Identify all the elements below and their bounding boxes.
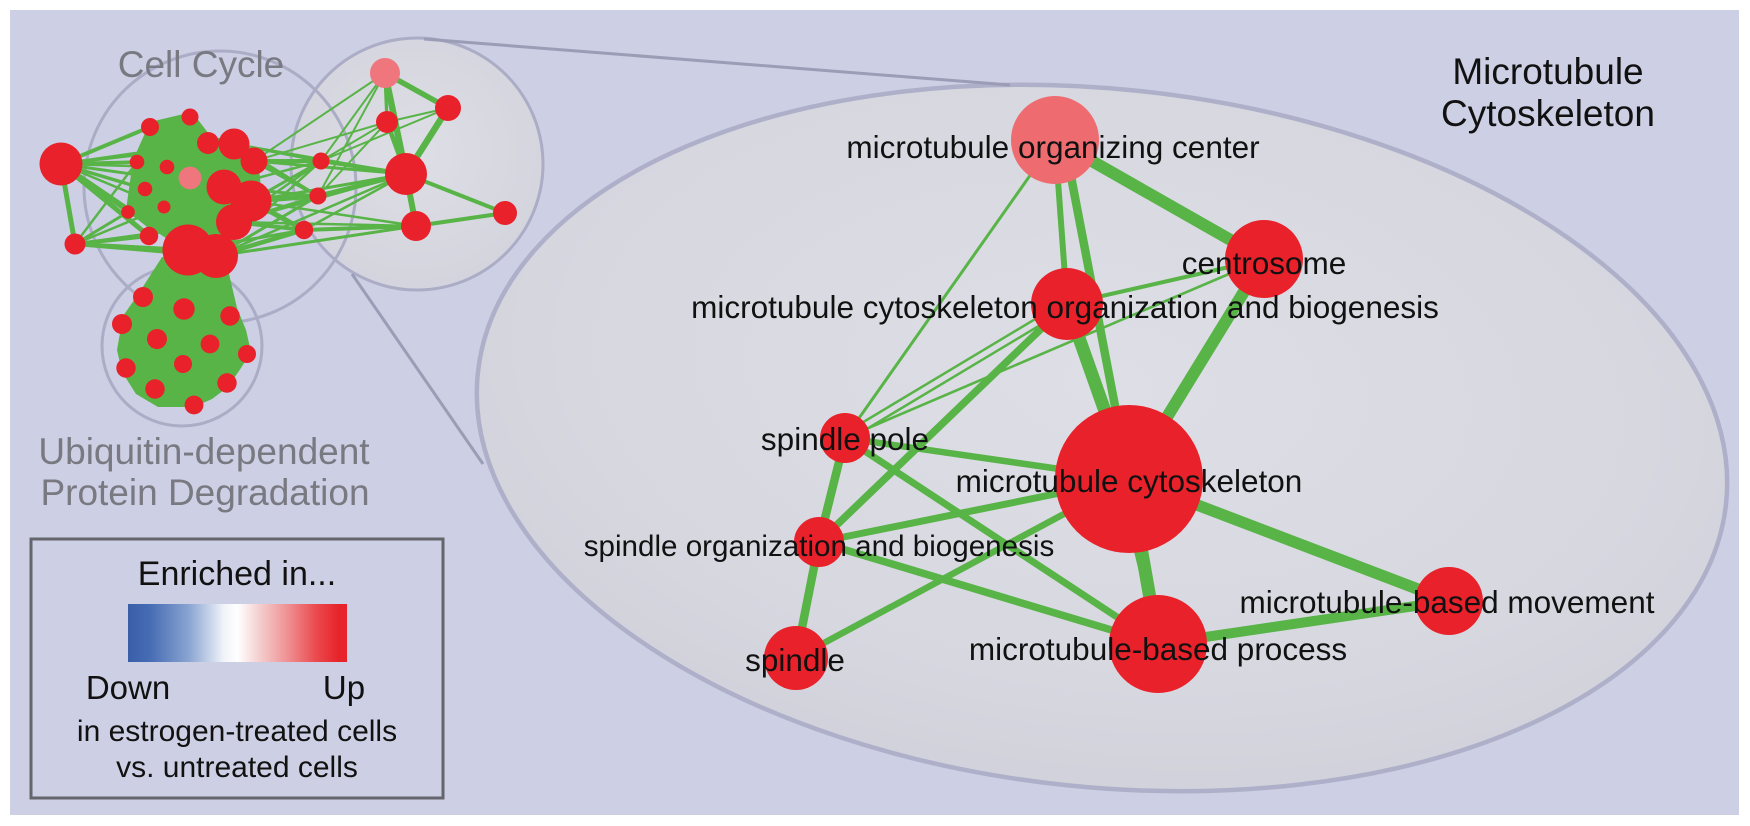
svg-text:microtubule organizing center: microtubule organizing center [846, 129, 1259, 165]
svg-text:Microtubule: Microtubule [1452, 51, 1643, 92]
svg-text:spindle organization and bioge: spindle organization and biogenesis [584, 530, 1055, 563]
svg-text:spindle: spindle [745, 642, 845, 678]
svg-text:microtubule cytoskeleton organ: microtubule cytoskeleton organization an… [691, 289, 1439, 325]
svg-text:microtubule cytoskeleton: microtubule cytoskeleton [956, 463, 1303, 499]
svg-text:microtubule-based movement: microtubule-based movement [1240, 584, 1655, 620]
svg-text:in estrogen-treated cells: in estrogen-treated cells [77, 715, 397, 748]
svg-text:Ubiquitin-dependent: Ubiquitin-dependent [38, 431, 370, 472]
svg-text:Protein Degradation: Protein Degradation [40, 472, 369, 513]
svg-text:spindle pole: spindle pole [761, 421, 929, 457]
svg-text:Cell Cycle: Cell Cycle [118, 44, 285, 85]
svg-text:centrosome: centrosome [1182, 245, 1347, 281]
svg-text:Down: Down [86, 669, 170, 706]
svg-text:microtubule-based process: microtubule-based process [969, 631, 1347, 667]
svg-text:Up: Up [323, 669, 365, 706]
svg-text:Enriched in...: Enriched in... [138, 555, 336, 593]
svg-text:Cytoskeleton: Cytoskeleton [1441, 93, 1655, 134]
svg-text:vs. untreated cells: vs. untreated cells [116, 751, 358, 784]
